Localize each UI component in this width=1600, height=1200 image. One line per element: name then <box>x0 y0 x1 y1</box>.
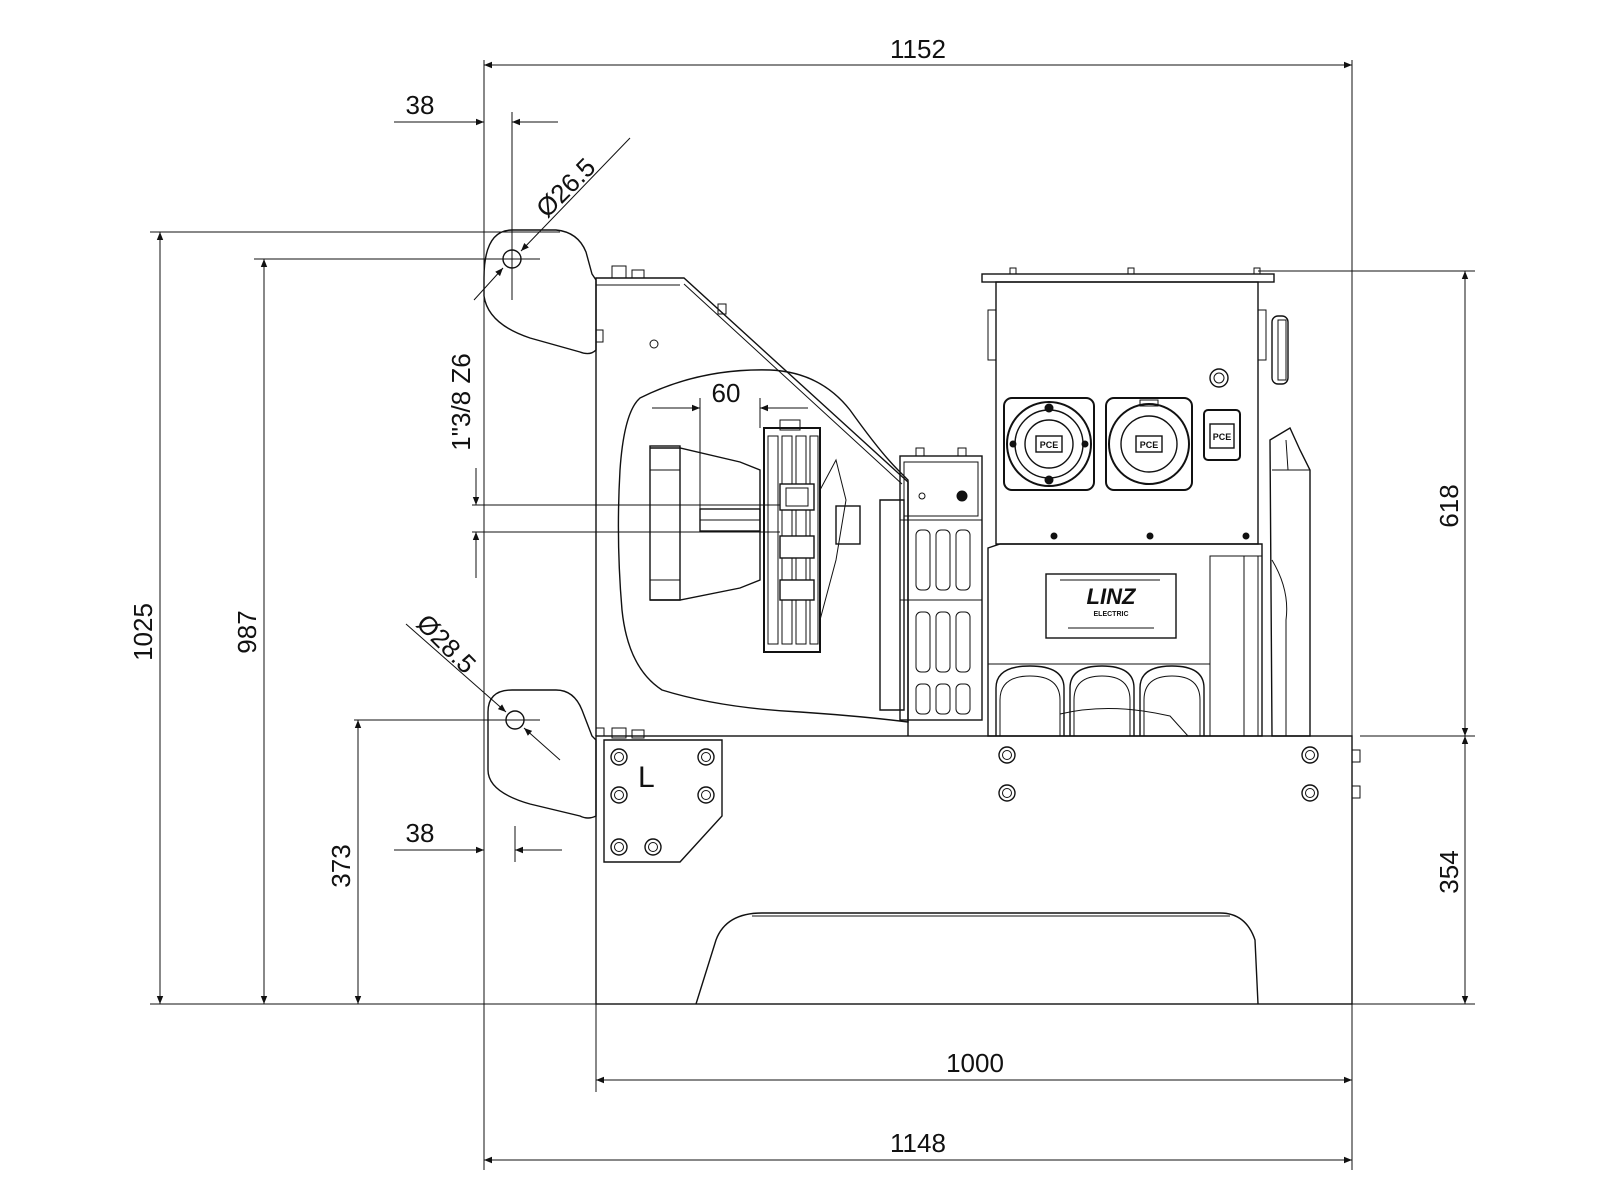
dim-hole-dia-top: Ø26.5 <box>530 152 601 223</box>
fan-adapter <box>879 447 983 721</box>
upper-mounting-lug <box>483 229 597 355</box>
dim-flange-depth: 60 <box>712 378 741 408</box>
dim-alternator-height: 618 <box>1434 484 1464 527</box>
dim-hole-dia-bottom: Ø28.5 <box>411 608 482 679</box>
dim-overall-width-bottom: 1148 <box>890 1128 946 1158</box>
base-frame <box>595 735 1361 1005</box>
dim-base-width: 1000 <box>946 1048 1004 1078</box>
alternator-body: LINZ ELECTRIC <box>987 543 1263 737</box>
dim-mount-height-top: 987 <box>232 610 262 653</box>
lower-mounting-lug <box>487 689 597 819</box>
dim-base-height: 354 <box>1434 850 1464 893</box>
socket-3phase-2: PCE <box>1105 397 1193 491</box>
socket-2-label: PCE <box>1140 440 1159 450</box>
dimension-lines <box>150 60 1475 1170</box>
socket-3-label: PCE <box>1213 432 1232 442</box>
corner-bracket: L <box>603 739 723 863</box>
brand-logo: LINZ <box>1087 584 1137 609</box>
brand-sub: ELECTRIC <box>1094 611 1129 618</box>
adapter-frame <box>595 265 909 739</box>
dim-shaft-thread: 1"3/8 Z6 <box>446 353 476 450</box>
base-corner-mark: L <box>638 761 655 794</box>
dim-mount-height-bottom: 373 <box>326 844 356 887</box>
dim-mount-offset-top: 38 <box>406 90 435 120</box>
dim-mount-offset-bottom: 38 <box>406 818 435 848</box>
flywheel-coupling <box>649 419 861 653</box>
dim-overall-width-top: 1152 <box>890 34 946 64</box>
dim-overall-height: 1025 <box>128 603 158 661</box>
socket-1-label: PCE <box>1040 440 1059 450</box>
alternator-rear <box>1269 315 1311 737</box>
terminal-box <box>981 267 1275 545</box>
socket-3phase-1: PCE <box>1003 397 1095 491</box>
socket-single-phase: PCE <box>1203 409 1241 461</box>
